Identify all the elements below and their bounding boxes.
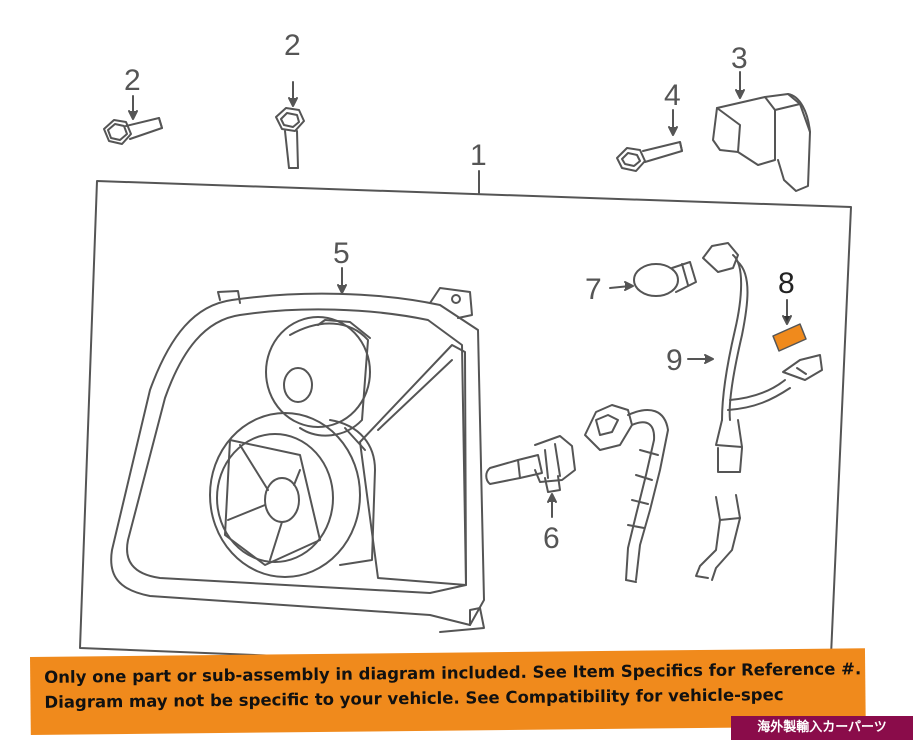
leader-arrow-3 [735,89,745,99]
callout-5: 5 [333,237,350,270]
bolt-part-2a [103,117,163,145]
leader-arrow-2b [288,97,298,107]
part-8-highlighted [772,323,807,352]
wire-harness-part-9 [695,242,823,581]
bracket-part-3 [712,93,811,192]
leader-arrow-8 [782,315,792,325]
callout-6: 6 [543,522,560,555]
headlamp-housing-part-5 [110,287,485,633]
callout-2a: 2 [124,64,141,97]
callout-2b: 2 [284,29,301,62]
bulb-part-7 [633,261,697,297]
leader-arrow-7 [624,281,634,291]
leader-arrow-4 [668,126,678,136]
callout-4: 4 [664,79,681,112]
callout-1: 1 [470,139,487,172]
callout-7: 7 [585,273,602,306]
bolt-part-2b [275,107,305,169]
leader-arrow-5 [337,284,347,294]
seller-watermark: 海外製輸入カーパーツ [731,716,913,740]
bolt-part-4 [616,141,683,172]
leader-arrow-6 [547,493,557,503]
bulb-part-6 [485,435,576,493]
leader-arrow-2a [128,110,138,120]
socket-harness [584,404,669,583]
callout-3: 3 [731,42,748,75]
leader-arrow-9 [704,354,714,364]
callout-9: 9 [666,344,683,377]
callout-8: 8 [778,267,795,300]
